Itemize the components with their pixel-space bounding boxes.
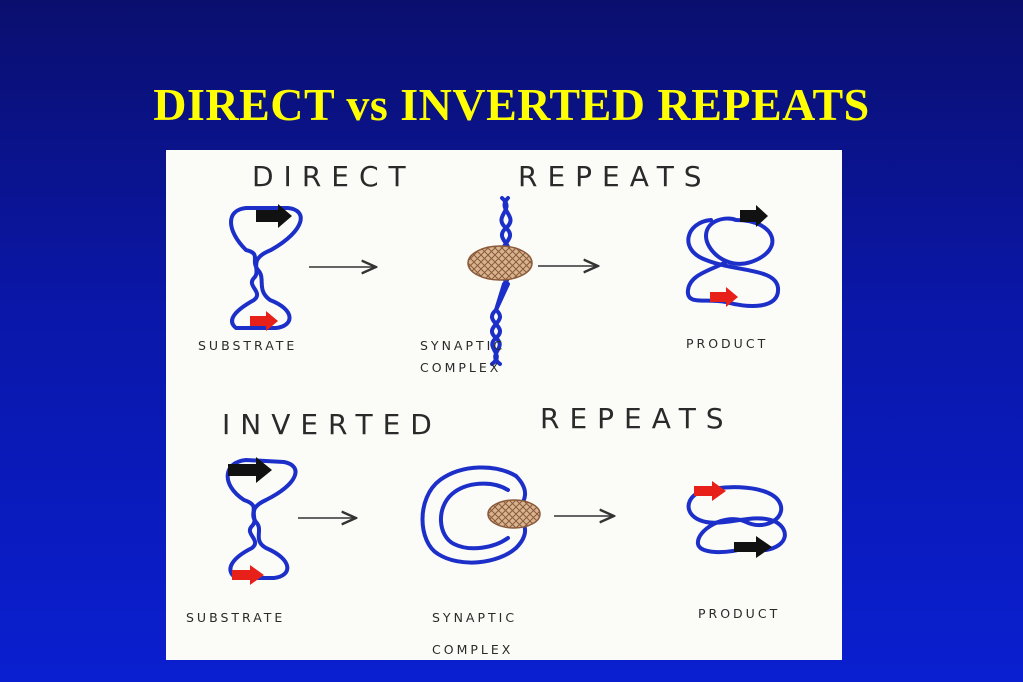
inverted-repeats-heading: REPEATS [540,402,734,435]
recombination-drawing: DIRECT REPEATS SUBSTRATE SYNAPTIC COMPLE… [166,150,842,660]
direct-synaptic-figure [467,196,533,366]
inverted-complex-label: COMPLEX [432,642,513,657]
inverted-substrate-figure [225,457,298,585]
direct-synaptic-label: SYNAPTIC [420,338,505,353]
drawing-canvas: DIRECT REPEATS SUBSTRATE SYNAPTIC COMPLE… [186,160,787,657]
red-repeat-arrow [710,287,738,307]
red-repeat-arrow [232,565,264,585]
inverted-substrate-label: SUBSTRATE [186,610,285,625]
inverted-synaptic-figure [420,465,541,565]
direct-repeats-heading: REPEATS [518,160,712,193]
black-repeat-arrow [228,457,272,483]
direct-substrate-label: SUBSTRATE [198,338,297,353]
slide-title: DIRECT vs INVERTED REPEATS [153,79,870,130]
black-repeat-arrow [256,204,292,228]
inverted-heading: INVERTED [222,408,442,441]
red-repeat-arrow [250,311,278,331]
inverted-product-figure [686,481,787,558]
direct-product-label: PRODUCT [686,336,768,351]
direct-product-figure [685,205,780,308]
inverted-product-label: PRODUCT [698,606,780,621]
direct-complex-label: COMPLEX [420,360,501,375]
black-repeat-arrow [734,536,772,558]
direct-heading: DIRECT [252,160,416,193]
red-repeat-arrow [694,481,726,501]
direct-substrate-figure [229,204,303,331]
black-repeat-arrow [740,205,768,227]
inverted-synaptic-label: SYNAPTIC [432,610,517,625]
